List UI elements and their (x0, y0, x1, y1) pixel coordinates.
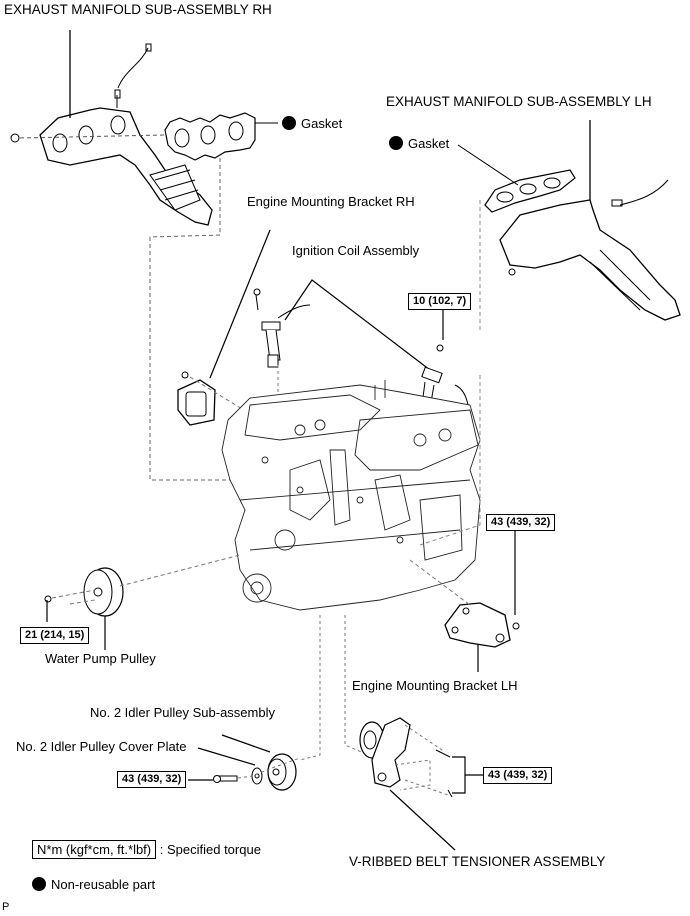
engine-bracket-lh-drawing (444, 602, 520, 648)
label-engine-mounting-bracket-lh: Engine Mounting Bracket LH (352, 678, 518, 693)
non-reusable-dot-icon (32, 877, 46, 891)
gasket-lh-drawing (457, 144, 576, 213)
torque-idler-bolt: 43 (439, 32) (117, 771, 187, 788)
label-exhaust-manifold-lh: EXHAUST MANIFOLD SUB-ASSEMBLY LH (386, 94, 652, 109)
engine-block-drawing (221, 380, 481, 611)
gasket-rh-text: Gasket (301, 116, 343, 131)
exhaust-manifold-lh-drawing (499, 120, 681, 321)
label-exhaust-manifold-rh: EXHAUST MANIFOLD SUB-ASSEMBLY RH (4, 2, 272, 17)
non-reusable-dot-icon (282, 116, 296, 130)
torque-bracket-lh-bolt: 43 (439, 32) (486, 514, 556, 531)
legend-non-reusable-text: Non-reusable part (51, 877, 156, 892)
label-ignition-coil-assembly: Ignition Coil Assembly (292, 243, 420, 258)
legend-torque-desc: : Specified torque (159, 842, 261, 857)
tensioner-drawing (359, 717, 453, 798)
label-idler-pulley-cover-plate: No. 2 Idler Pulley Cover Plate (16, 739, 187, 754)
torque-tensioner-bolts: 43 (439, 32) (483, 767, 553, 784)
water-pump-pulley-drawing (44, 567, 124, 617)
label-idler-pulley-sub-assembly: No. 2 Idler Pulley Sub-assembly (90, 705, 275, 720)
label-gasket-rh: Gasket (282, 116, 342, 131)
label-gasket-lh: Gasket (389, 136, 449, 151)
label-v-ribbed-belt-tensioner: V-RIBBED BELT TENSIONER ASSEMBLY (349, 854, 606, 869)
exhaust-manifold-rh-drawing (10, 30, 213, 226)
idler-pulley-drawing (213, 753, 297, 791)
label-engine-mounting-bracket-rh: Engine Mounting Bracket RH (247, 194, 415, 209)
non-reusable-dot-icon (389, 136, 403, 150)
torque-water-pump-bolt: 21 (214, 15) (20, 627, 90, 644)
legend-non-reusable: Non-reusable part (32, 877, 155, 892)
legend-torque: N*m (kgf*cm, ft.*lbf) : Specified torque (32, 840, 261, 859)
corner-mark: P (2, 901, 10, 913)
legend-torque-unit-box: N*m (kgf*cm, ft.*lbf) (32, 840, 157, 859)
gasket-lh-text: Gasket (408, 136, 450, 151)
label-water-pump-pulley: Water Pump Pulley (45, 651, 156, 666)
engine-bracket-rh-drawing (177, 371, 216, 426)
gasket-rh-drawing (164, 112, 278, 161)
torque-ignition-coil-bolt: 10 (102, 7) (408, 293, 472, 310)
